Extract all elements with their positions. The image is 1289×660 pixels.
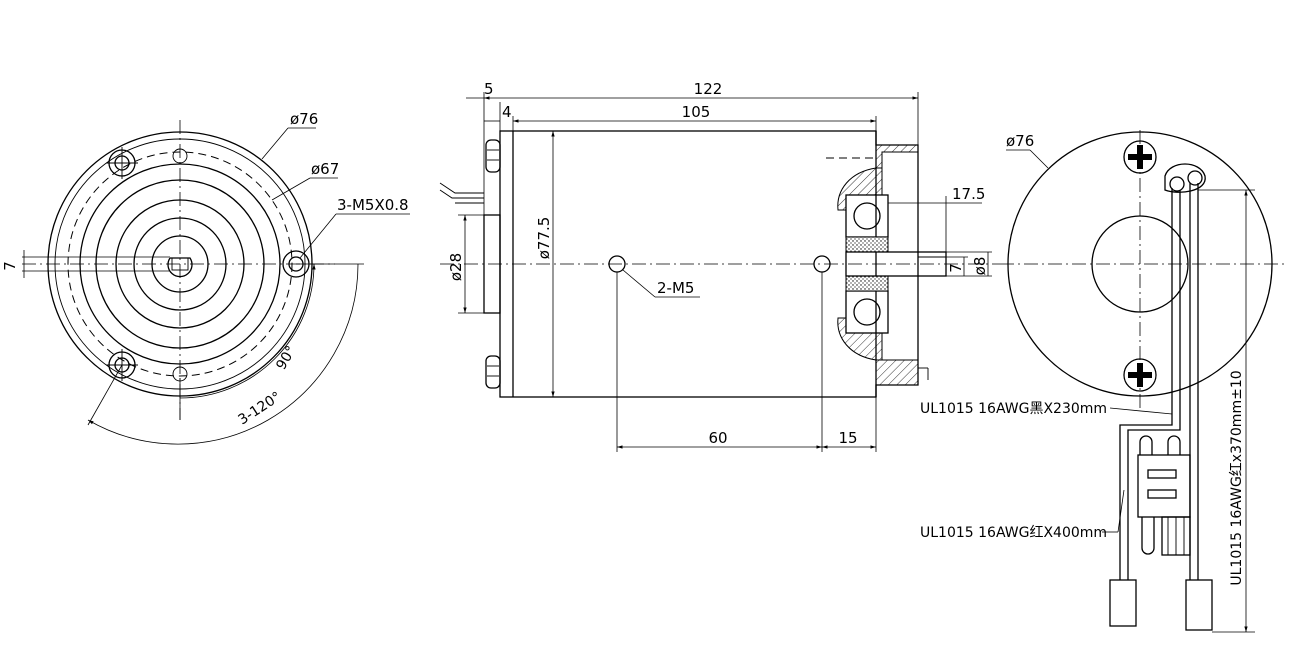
overall-length-label: 122	[694, 80, 723, 98]
shaft-flat-label: 7	[947, 263, 965, 273]
plug-left	[1109, 579, 1137, 627]
front-dia-outer-label: ø76	[290, 110, 318, 128]
side-holes-label: 2-M5	[657, 279, 694, 297]
rear-boss	[483, 214, 501, 314]
wire-lead-label: UL1015 16AWG红x370mm±10	[1229, 370, 1245, 585]
brush-cap-bottom	[485, 355, 501, 389]
front-boss	[151, 235, 209, 293]
front-shaft	[167, 257, 193, 278]
front-angle-90-arc	[179, 263, 316, 399]
plug-right	[1185, 579, 1213, 631]
front-small-hole-top	[172, 148, 188, 164]
wire-red-label: UL1015 16AWG红X400mm	[920, 525, 1107, 541]
front-tapped-holes-label: 3-M5X0.8	[337, 196, 409, 214]
cap-offset-label: 4	[502, 103, 512, 121]
rear-outer-circle	[1007, 131, 1273, 397]
front-angle-90-label: 90°	[273, 343, 299, 373]
rear-screw-top	[1123, 140, 1157, 174]
hole-spacing-label: 60	[708, 429, 727, 447]
brush-cap-top	[485, 139, 501, 173]
front-angle-pattern-label: 3-120°	[235, 389, 284, 428]
front-ring-3	[115, 199, 245, 329]
front-view: 7 ø76 ø67 3-M5X0.8 90° 3-120°	[1, 110, 410, 445]
front-shaft-flat	[171, 257, 189, 271]
flange-offset-label: 5	[484, 80, 494, 98]
wire-black	[1119, 188, 1173, 580]
wire-connector	[1137, 454, 1191, 518]
front-dia-pitch-label: ø67	[311, 160, 339, 178]
body-length-label: 105	[682, 103, 711, 121]
front-ring-2	[95, 179, 265, 349]
output-shaft	[845, 251, 947, 277]
bearing-bottom	[845, 290, 889, 334]
rear-view: ø76 UL1015 16AWG黑X230mm UL1015 16AWG红X40…	[920, 130, 1285, 633]
bearing-top	[845, 194, 889, 238]
shaft-length-label: 17.5	[952, 185, 985, 203]
front-end-cap	[875, 131, 919, 397]
front-angle-120-arc	[87, 263, 359, 445]
rear-screw-bottom	[1123, 358, 1157, 392]
side-view: 122 105 5 4 ø28 ø77.5 2-M5 60 15 1	[439, 80, 1000, 452]
front-pitch-circle	[67, 151, 293, 377]
boss-dia-label: ø28	[447, 253, 465, 281]
front-flat-label: 7	[1, 261, 19, 271]
hole-to-end-label: 15	[838, 429, 857, 447]
wire-grommet	[1164, 163, 1206, 193]
shaft-dia-label: ø8	[971, 257, 989, 276]
rear-dia-outer-label: ø76	[1006, 132, 1034, 150]
wire-black-label: UL1015 16AWG黑X230mm	[920, 401, 1107, 417]
front-ring-1	[79, 163, 281, 365]
body-dia-label: ø77.5	[535, 217, 553, 260]
front-ring-4	[133, 217, 227, 311]
rear-boss-circle	[1091, 215, 1189, 313]
